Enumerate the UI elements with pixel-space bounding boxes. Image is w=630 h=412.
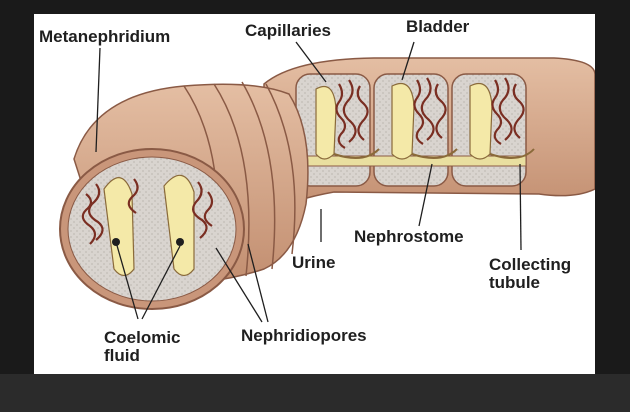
diagram-frame: Metanephridium Capillaries Bladder Nephr… [34, 14, 595, 374]
earthworm-illustration [59, 41, 595, 323]
label-nephridiopores: Nephridiopores [241, 326, 367, 345]
label-urine: Urine [292, 253, 336, 272]
label-bladder: Bladder [406, 17, 470, 36]
label-metanephridium: Metanephridium [39, 27, 171, 46]
label-capillaries: Capillaries [245, 21, 331, 40]
bottom-bar [0, 374, 630, 412]
label-coelomic-fluid: Coelomic fluid [104, 328, 181, 365]
leader-lines [95, 41, 522, 323]
label-nephrostome: Nephrostome [354, 227, 464, 246]
cross-section [59, 148, 245, 310]
label-collecting-tubule: Collecting tubule [489, 255, 572, 292]
body-segments-cutaway [263, 57, 595, 216]
